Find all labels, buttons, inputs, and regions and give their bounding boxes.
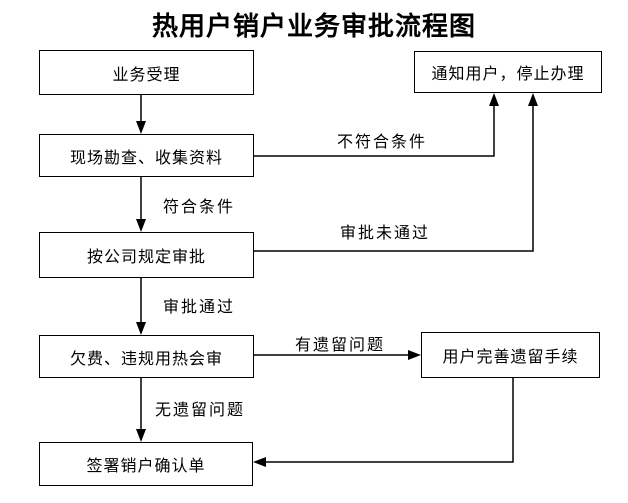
node-business-acceptance: 业务受理 <box>39 50 254 95</box>
node-arrears-violation-joint-review: 欠费、违规用热会审 <box>39 335 254 378</box>
edge-label-meets-conditions: 符合条件 <box>163 199 236 216</box>
node-company-regulation-approval: 按公司规定审批 <box>39 232 254 278</box>
node-notify-user-stop-processing: 通知用户，停止办理 <box>414 51 602 93</box>
connector-approve-to-notify <box>254 93 538 252</box>
connector-approve-to-review <box>136 278 146 335</box>
node-sign-cancellation-confirmation: 签署销户确认单 <box>39 442 253 486</box>
edge-label-approval-not-passed: 审批未通过 <box>340 225 431 242</box>
connector-survey-to-notify <box>254 93 499 157</box>
edge-label-does-not-meet-conditions: 不符合条件 <box>337 134 428 151</box>
connector-complete-to-sign <box>253 378 514 467</box>
edge-label-has-pending-issues: 有遗留问题 <box>295 337 386 354</box>
connector-accept-to-survey <box>136 95 146 134</box>
edge-label-approval-passed: 审批通过 <box>163 299 236 316</box>
connector-review-to-complete <box>254 350 421 360</box>
connector-survey-to-approve <box>136 177 146 232</box>
connector-review-to-sign <box>136 378 146 442</box>
edge-label-no-pending-issues: 无遗留问题 <box>155 402 246 419</box>
node-site-survey-collect-materials: 现场勘查、收集资料 <box>39 134 254 177</box>
flowchart-title: 热用户销户业务审批流程图 <box>151 11 476 41</box>
node-user-completes-pending-procedures: 用户完善遗留手续 <box>421 332 600 378</box>
